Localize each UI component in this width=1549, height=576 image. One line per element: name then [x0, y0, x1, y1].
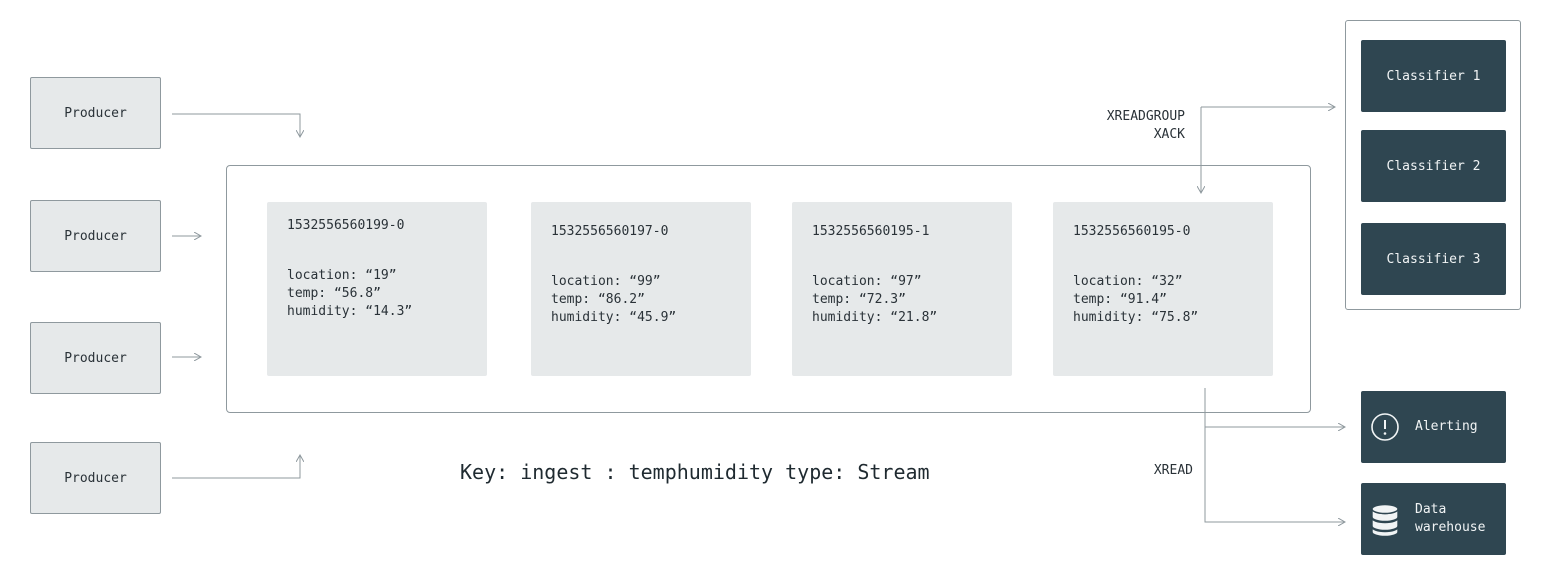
entry-id: 1532556560199-0	[287, 218, 405, 233]
stream-entry: 1532556560197-0 location: “99” temp: “86…	[531, 202, 751, 376]
producer-4-arrow	[172, 455, 300, 479]
producer-node: Producer	[30, 200, 161, 272]
producer-node: Producer	[30, 322, 161, 394]
consumer-label: Classifier 2	[1386, 158, 1481, 174]
data-warehouse-label-line1: Data	[1415, 502, 1447, 517]
alerting-node: Alerting	[1361, 391, 1506, 463]
xread-arrow-warehouse	[1204, 427, 1345, 522]
entry-humidity: humidity: “21.8”	[812, 310, 938, 325]
entry-location: location: “19”	[287, 268, 397, 283]
stream-entry: 1532556560195-0 location: “32” temp: “91…	[1053, 202, 1273, 376]
entry-id: 1532556560195-0	[1073, 224, 1191, 239]
consumer-label: Classifier 1	[1386, 68, 1481, 84]
entry-temp: temp: “56.8”	[287, 286, 381, 301]
stream-container	[226, 165, 1311, 413]
consumer-node: Classifier 3	[1361, 223, 1506, 295]
entry-humidity: humidity: “75.8”	[1073, 310, 1199, 325]
xreadgroup-command-label: XREADGROUP XACK	[1060, 108, 1185, 144]
alert-icon	[1369, 411, 1401, 443]
data-warehouse-label: Data warehouse	[1415, 501, 1485, 537]
producer-label: Producer	[64, 228, 127, 244]
stream-entry: 1532556560199-0 location: “19” temp: “56…	[267, 202, 487, 376]
database-icon	[1369, 503, 1401, 537]
entry-temp: temp: “72.3”	[812, 292, 906, 307]
consumer-group-container	[1345, 20, 1521, 310]
command-xread: XREAD	[1153, 463, 1193, 478]
stream-entry: 1532556560195-1 location: “97” temp: “72…	[792, 202, 1012, 376]
producer-1-arrow	[172, 113, 300, 137]
entry-location: location: “99”	[551, 274, 661, 289]
consumer-node: Classifier 2	[1361, 130, 1506, 202]
producer-label: Producer	[64, 105, 127, 121]
entry-id: 1532556560197-0	[551, 224, 669, 239]
alerting-label: Alerting	[1415, 419, 1478, 434]
stream-key-caption: Key: ingest : temphumidity type: Stream	[460, 460, 930, 484]
entry-humidity: humidity: “14.3”	[287, 304, 413, 319]
producer-node: Producer	[30, 77, 161, 149]
entry-location: location: “32”	[1073, 274, 1183, 289]
command-xack: XACK	[1153, 127, 1185, 142]
data-warehouse-node: Data warehouse	[1361, 483, 1506, 555]
entry-temp: temp: “91.4”	[1073, 292, 1167, 307]
producer-label: Producer	[64, 470, 127, 486]
command-xreadgroup: XREADGROUP	[1106, 109, 1185, 124]
data-warehouse-label-line2: warehouse	[1415, 520, 1486, 535]
producer-node: Producer	[30, 442, 161, 514]
entry-temp: temp: “86.2”	[551, 292, 645, 307]
producer-label: Producer	[64, 350, 127, 366]
consumer-label: Classifier 3	[1386, 251, 1481, 267]
consumer-node: Classifier 1	[1361, 40, 1506, 112]
entry-location: location: “97”	[812, 274, 922, 289]
entry-id: 1532556560195-1	[812, 224, 930, 239]
entry-humidity: humidity: “45.9”	[551, 310, 677, 325]
